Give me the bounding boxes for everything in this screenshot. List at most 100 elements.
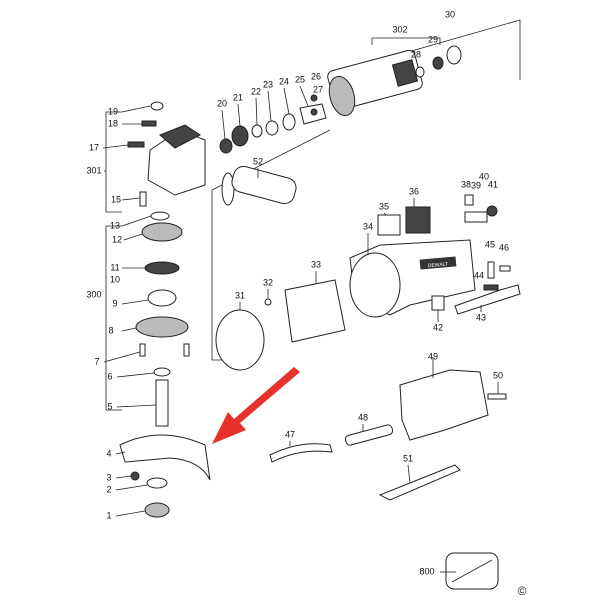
nut-3 [130,471,140,481]
label-40: 40 [479,171,489,181]
label-15: 15 [111,194,121,204]
screw-7b [183,343,190,357]
label-38: 38 [461,179,471,189]
label-35 [377,214,401,236]
label-49: 49 [428,351,438,361]
label-1: 1 [106,510,111,520]
label-26: 26 [311,71,321,81]
flange-2 [146,477,168,489]
label-21: 21 [233,92,243,102]
ring-6 [153,367,171,377]
label-45: 45 [485,239,495,249]
label-9: 9 [112,298,117,308]
label-41: 41 [488,179,498,189]
label-46: 46 [499,242,509,252]
kit-tool [451,559,493,583]
spring-44 [483,284,499,291]
side-handle [221,165,297,206]
label-800: 800 [419,566,434,576]
label-4: 4 [106,448,111,458]
label-2: 2 [106,484,111,494]
label-33: 33 [311,259,321,269]
label-31: 31 [235,290,245,300]
cable-47 [269,443,333,463]
bearing-23 [265,120,279,136]
screw-27 [310,108,318,116]
part-19 [150,101,164,111]
label-51: 51 [403,453,413,463]
part-38 [464,211,488,223]
part-28 [415,66,425,78]
label-19: 19 [108,106,118,116]
part-18 [141,120,157,127]
label-17: 17 [89,142,99,152]
label-3: 3 [106,472,111,482]
label-35: 35 [379,201,389,211]
label-28: 28 [411,49,421,59]
spindle-5 [155,379,169,427]
label-10: 10 [110,274,120,284]
label-43: 43 [476,312,486,322]
washer-29 [432,56,444,70]
label-39: 39 [471,180,481,190]
bearing-9 [147,289,177,307]
part-45 [487,261,495,279]
label-25: 25 [295,74,305,84]
part-41 [486,205,498,217]
part-labels: 302 30 29 28 26 27 25 24 23 22 21 20 19 … [86,9,526,598]
stator-33 [284,279,346,343]
washer-22 [251,124,263,138]
ring-13 [150,211,170,221]
bearing-30 [446,45,462,65]
label-13: 13 [110,220,120,230]
label-48: 48 [358,412,368,422]
label-29: 29 [428,34,438,44]
label-30: 30 [445,9,455,19]
screw-17 [127,141,145,148]
label-300: 300 [86,289,101,299]
label-6: 6 [107,371,112,381]
screw-26 [310,94,318,102]
nut-20 [219,138,233,154]
label-302: 302 [392,24,407,34]
pin-15 [139,191,147,207]
label-50: 50 [493,370,503,380]
nut-1 [144,502,170,518]
label-24: 24 [279,76,289,86]
leader-lines [102,85,499,573]
label-44: 44 [474,270,484,280]
label-5: 5 [107,401,112,411]
label-32: 32 [263,277,273,287]
bracket-301 [104,111,122,213]
part-32 [264,298,272,306]
label-27: 27 [313,84,323,94]
label-47: 47 [285,429,295,439]
armature [327,49,423,117]
spanner-51 [378,464,461,501]
label-20: 20 [217,98,227,108]
rear-housing-49 [399,369,489,441]
bracket-302 [371,37,441,45]
screw-50 [487,393,507,400]
lever-43 [454,284,521,315]
part-48 [344,424,394,446]
plate-10 [144,261,180,275]
label-36: 36 [409,186,419,196]
label-301: 301 [86,165,101,175]
baffle-31 [215,309,265,371]
label-18: 18 [108,118,118,128]
red-arrow-icon [212,367,300,444]
label-11: 11 [110,262,119,272]
label-23: 23 [263,79,273,89]
gear-head [147,124,206,196]
screw-46 [499,265,511,272]
label-42: 42 [433,322,443,332]
pinion-21 [231,125,249,147]
label-22: 22 [251,86,261,96]
label-7: 7 [94,356,99,366]
brand-label: DEWALT [428,261,449,269]
label-12: 12 [112,234,122,244]
part-42 [431,295,445,311]
